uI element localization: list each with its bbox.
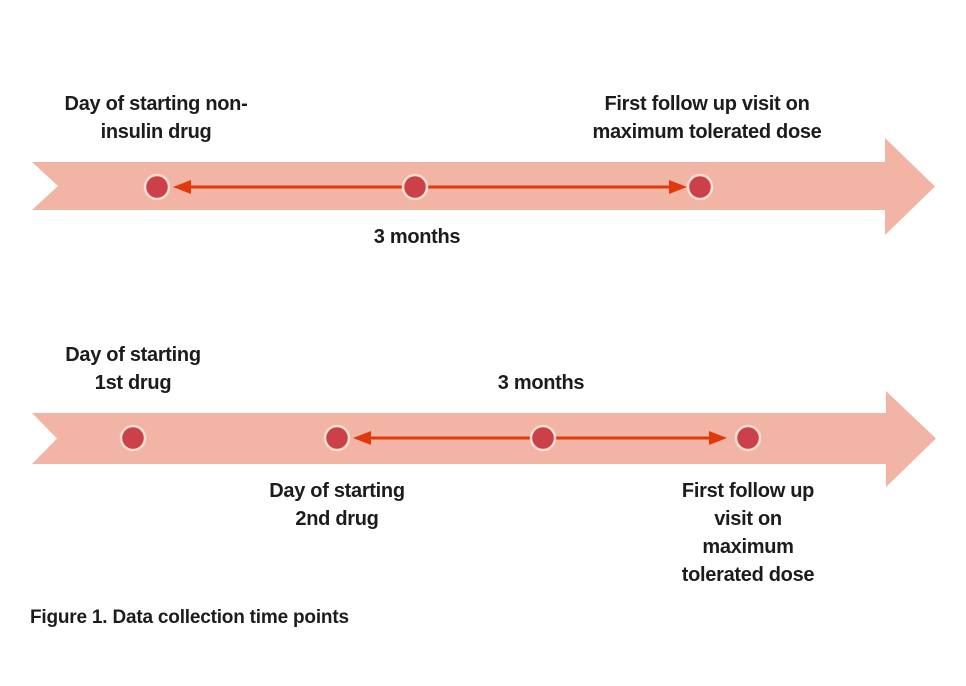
label-t1-interval-text: 3 months <box>373 226 461 248</box>
label-t2-interval: 3 months <box>498 369 585 397</box>
label-t1-end: First follow up visit on maximum tolerat… <box>592 90 821 146</box>
dot-t2-start-1st-drug <box>119 424 147 452</box>
label-t2-start-line1: Day of starting <box>65 344 201 366</box>
label-t2-interval-text: 3 months <box>497 372 585 394</box>
label-t2-start-line2: 1st drug <box>94 372 172 394</box>
interval-arrow-bottom-left-head <box>353 431 371 445</box>
interval-arrow-bottom-right-head <box>709 431 727 445</box>
label-t2-end-line3: maximum <box>702 536 794 558</box>
label-t1-start: Day of starting non- insulin drug <box>65 90 248 146</box>
interval-arrow-top-right-head <box>669 180 687 194</box>
label-t1-start-line1: Day of starting non- <box>64 93 248 115</box>
label-t2-end-line2: visit on <box>714 508 782 530</box>
label-t2-end-line1: First follow up <box>681 480 815 502</box>
dot-t2-3-months <box>529 424 557 452</box>
label-t2-end-line4: tolerated dose <box>681 564 815 586</box>
label-t1-end-line2: maximum tolerated dose <box>592 121 822 143</box>
dot-t2-start-2nd-drug <box>323 424 351 452</box>
dot-t1-3-months <box>401 173 429 201</box>
interval-arrow-top-left-head <box>173 180 191 194</box>
label-t2-second-drug: Day of starting 2nd drug <box>269 477 405 533</box>
dot-t1-start-non-insulin <box>143 173 171 201</box>
label-t1-start-line2: insulin drug <box>100 121 212 143</box>
figure-caption: Figure 1. Data collection time points <box>30 607 349 628</box>
label-t2-end: First follow up visit on maximum tolerat… <box>682 477 815 589</box>
interval-arrow-top <box>173 180 687 194</box>
label-t1-end-line1: First follow up visit on <box>604 93 810 115</box>
dot-t1-first-follow-up <box>686 173 714 201</box>
label-t2-second-drug-line1: Day of starting <box>269 480 405 502</box>
dot-t2-first-follow-up <box>734 424 762 452</box>
label-t2-second-drug-line2: 2nd drug <box>295 508 379 530</box>
label-t2-start: Day of starting 1st drug <box>65 341 201 397</box>
label-t1-interval: 3 months <box>374 223 461 251</box>
